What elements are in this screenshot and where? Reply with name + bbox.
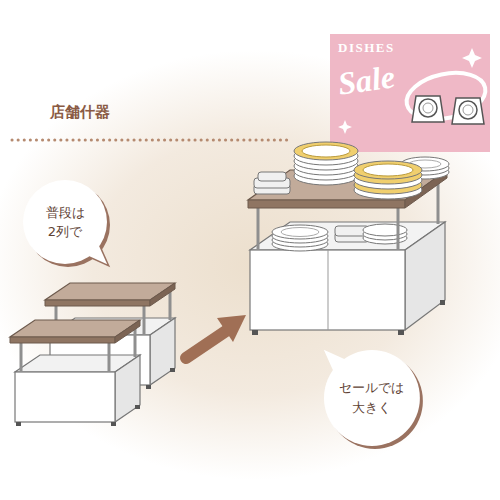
fixture-large	[437, 180, 440, 224]
bubble-circle	[324, 350, 420, 446]
plate-stack	[281, 228, 319, 237]
plate-stand	[463, 105, 473, 115]
sign-title: Sale	[336, 58, 397, 103]
fixture-small-back	[150, 318, 175, 385]
plate-stack	[254, 142, 449, 199]
fixture-large	[328, 250, 329, 330]
sale-sign	[330, 34, 490, 152]
plate-stack	[354, 161, 422, 179]
plate-stack	[363, 164, 413, 176]
leader-dots	[12, 139, 290, 142]
change-arrow	[217, 315, 246, 342]
fixture-small-front	[135, 405, 140, 409]
fixture-large	[440, 300, 445, 305]
fixture-large	[248, 200, 405, 208]
plate-stand	[452, 98, 484, 124]
plate-stand	[423, 103, 433, 113]
background-glow	[0, 50, 500, 480]
change-arrow	[186, 315, 246, 358]
fixture-small-front	[10, 320, 140, 426]
plate-stack	[272, 225, 328, 239]
plate-stack	[302, 145, 350, 157]
change-arrow	[186, 331, 226, 358]
fixture-small-back	[170, 368, 175, 372]
fixture-small-front	[115, 355, 140, 422]
fixture-small-front	[16, 422, 21, 426]
fixture-small-back	[45, 300, 150, 306]
bubble-outline	[324, 350, 420, 446]
sale-sign	[338, 120, 352, 134]
sale-sign	[330, 34, 490, 152]
background-glow	[0, 50, 500, 480]
fixture-small-front	[10, 337, 115, 343]
sign-heading: DISHES	[338, 40, 395, 56]
plate-stack	[258, 172, 286, 181]
fixture-large	[250, 250, 405, 330]
fixture-small-back	[143, 306, 146, 335]
plate-stack	[363, 224, 407, 236]
fixture-small-front	[15, 372, 115, 422]
fixture-small-front	[108, 343, 111, 372]
fixture-small-back	[169, 290, 172, 320]
plate-stand	[412, 96, 444, 122]
bubble-circle	[23, 180, 107, 264]
fixture-large	[398, 330, 404, 335]
fixture-small-front	[20, 343, 23, 372]
fixture-large	[248, 142, 449, 335]
speech-bubble: 普段は 2列で	[23, 180, 107, 264]
plate-stand	[412, 96, 484, 124]
fixture-small-front	[111, 422, 116, 426]
speech-bubble: セールでは 大きく	[324, 350, 420, 446]
leader-dots	[12, 140, 290, 141]
fixture-large	[257, 208, 260, 250]
bubble-outline	[23, 180, 107, 264]
fixture-large	[397, 208, 400, 250]
plate-stand	[419, 99, 437, 117]
plate-stand	[459, 101, 477, 119]
bubble-text: 普段は 2列で	[42, 203, 88, 242]
sale-sign-text: DISHESSale	[338, 40, 395, 99]
plate-stack	[272, 224, 407, 251]
bubble-text: セールでは 大きく	[336, 378, 408, 417]
fixture-large	[405, 222, 445, 330]
fixture-small-front	[115, 320, 140, 343]
fixture-small-back	[150, 283, 175, 306]
sale-sign	[462, 48, 482, 68]
sale-sign	[402, 66, 489, 126]
fixture-small-back	[146, 385, 151, 389]
fixture-large	[252, 330, 258, 335]
section-title: 店舗什器	[50, 103, 110, 122]
plate-stack	[294, 142, 358, 160]
